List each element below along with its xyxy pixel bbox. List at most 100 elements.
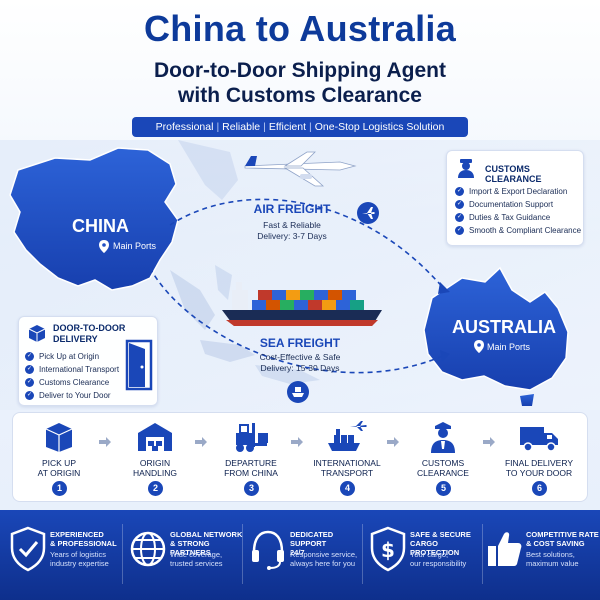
feature-title: EXPERIENCED& PROFESSIONAL bbox=[50, 530, 117, 548]
ship-plane-icon bbox=[328, 421, 367, 451]
arrow-right-icon bbox=[195, 437, 207, 447]
divider bbox=[242, 524, 243, 584]
door-to-door-card: DOOR-TO-DOOR DELIVERY ✓Pick Up at Origin… bbox=[18, 316, 158, 406]
feature-global-network: GLOBAL NETWORK& STRONG PARTNERS Wide cov… bbox=[124, 510, 244, 600]
customs-item: ✓Duties & Tax Guidance bbox=[455, 213, 551, 222]
page-title: China to Australia bbox=[143, 8, 457, 49]
thumbs-up-icon bbox=[488, 532, 522, 566]
door-item: ✓Pick Up at Origin bbox=[25, 352, 100, 361]
ship-badge-icon bbox=[287, 381, 309, 403]
door-icon bbox=[125, 339, 153, 391]
tagline-item: Reliable bbox=[222, 121, 261, 133]
australia-label: AUSTRALIA bbox=[452, 317, 556, 337]
arrow-right-icon bbox=[291, 437, 303, 447]
step-number: 3 bbox=[244, 481, 259, 496]
subtitle-line-2: with Customs Clearance bbox=[178, 84, 422, 107]
plane-badge-icon bbox=[357, 202, 379, 224]
australia-ports-label: Main Ports bbox=[487, 342, 531, 352]
sea-freight-title: SEA FREIGHT bbox=[259, 336, 341, 350]
door-card-title: DOOR-TO-DOOR DELIVERY bbox=[53, 323, 126, 344]
step-number: 2 bbox=[148, 481, 163, 496]
shield-check-icon bbox=[10, 526, 46, 572]
check-icon: ✓ bbox=[25, 378, 34, 387]
air-freight-desc-line: Delivery: 3-7 Days bbox=[257, 231, 327, 241]
step-number: 5 bbox=[436, 481, 451, 496]
china-map-shape bbox=[9, 147, 179, 291]
customs-item: ✓Smooth & Compliant Clearance bbox=[455, 226, 582, 235]
svg-text:$: $ bbox=[381, 538, 395, 562]
check-icon: ✓ bbox=[455, 200, 464, 209]
air-freight-desc-line: Fast & Reliable bbox=[263, 220, 321, 230]
customs-card-title: CUSTOMS CLEARANCE bbox=[485, 164, 542, 184]
door-item: ✓International Transport bbox=[25, 365, 120, 374]
australia-map-shape bbox=[423, 266, 569, 391]
globe-icon bbox=[130, 531, 166, 567]
door-item: ✓Deliver to Your Door bbox=[25, 391, 111, 400]
door-item: ✓Customs Clearance bbox=[25, 378, 110, 387]
step-number: 6 bbox=[532, 481, 547, 496]
sea-freight-desc-line: Delivery: 15-30 Days bbox=[260, 363, 340, 373]
sea-freight-desc: Cost-Effective & Safe Delivery: 15-30 Da… bbox=[238, 352, 362, 374]
customs-item: ✓Documentation Support bbox=[455, 200, 554, 209]
divider bbox=[122, 524, 123, 584]
feature-title: GLOBAL NETWORK& STRONG PARTNERS bbox=[170, 530, 243, 557]
box-icon bbox=[45, 423, 73, 452]
warehouse-icon bbox=[138, 423, 172, 451]
cargo-ship-icon bbox=[222, 282, 382, 326]
customs-item: ✓Import & Export Declaration bbox=[455, 187, 568, 196]
china-ports-label: Main Ports bbox=[113, 241, 157, 251]
feature-desc: Best solutions,maximum value bbox=[526, 550, 579, 568]
check-icon: ✓ bbox=[455, 226, 464, 235]
page-subtitle: Door-to-Door Shipping Agent with Customs… bbox=[0, 58, 600, 108]
sea-route-line bbox=[149, 267, 446, 374]
feature-desc: Responsive service,always here for you bbox=[290, 550, 358, 568]
check-icon: ✓ bbox=[25, 391, 34, 400]
feature-desc: Your cargo,our responsibility bbox=[410, 550, 467, 568]
check-icon: ✓ bbox=[25, 365, 34, 374]
officer-icon bbox=[431, 422, 455, 453]
arrow-right-icon bbox=[387, 437, 399, 447]
shield-dollar-icon: $ bbox=[370, 526, 406, 572]
feature-desc: Wide coverage,trusted services bbox=[170, 550, 223, 568]
customs-officer-icon bbox=[458, 159, 474, 178]
feature-experienced: EXPERIENCED& PROFESSIONAL Years of logis… bbox=[4, 510, 124, 600]
feature-title: COMPETITIVE RATE& COST SAVING bbox=[526, 530, 599, 548]
sea-freight-desc-line: Cost-Effective & Safe bbox=[259, 352, 341, 362]
divider bbox=[362, 524, 363, 584]
step-number: 1 bbox=[52, 481, 67, 496]
arrow-right-icon bbox=[99, 437, 111, 447]
tagline-banner: Professional|Reliable|Efficient|One-Stop… bbox=[132, 117, 468, 137]
check-icon: ✓ bbox=[25, 352, 34, 361]
feature-competitive-rate: COMPETITIVE RATE& COST SAVING Best solut… bbox=[480, 510, 600, 600]
china-label: CHINA bbox=[72, 216, 129, 236]
route-map: CHINA Main Ports AUSTRALIA Main Ports AI… bbox=[0, 140, 600, 410]
step-number: 4 bbox=[340, 481, 355, 496]
airplane-icon bbox=[244, 151, 357, 187]
china-pin-icon bbox=[99, 240, 109, 253]
arrow-right-icon bbox=[483, 437, 495, 447]
tagline-item: Professional bbox=[155, 121, 214, 133]
headset-icon bbox=[252, 530, 284, 570]
air-freight-desc: Fast & Reliable Delivery: 3-7 Days bbox=[230, 220, 354, 242]
forklift-icon bbox=[236, 423, 268, 452]
air-route-line bbox=[169, 198, 446, 291]
tagline-item: One-Stop Logistics Solution bbox=[314, 121, 445, 133]
package-icon bbox=[28, 325, 46, 342]
customs-clearance-card: CUSTOMS CLEARANCE ✓Import & Export Decla… bbox=[446, 150, 584, 246]
